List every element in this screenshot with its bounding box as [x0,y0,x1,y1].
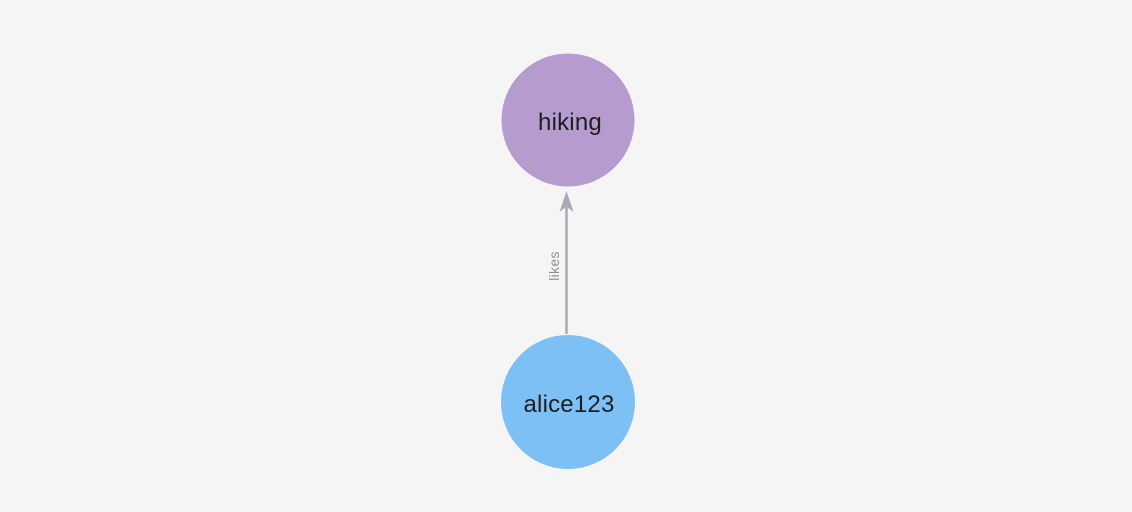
node-alice123[interactable]: alice123 [501,335,635,469]
arrowhead-icon [559,191,574,212]
node-hiking-circle[interactable] [501,53,635,187]
edge-alice123-likes-hiking: likes [546,191,574,334]
edge-label: likes [546,251,562,281]
node-hiking[interactable]: hiking [501,53,635,187]
node-alice123-circle[interactable] [501,335,635,469]
